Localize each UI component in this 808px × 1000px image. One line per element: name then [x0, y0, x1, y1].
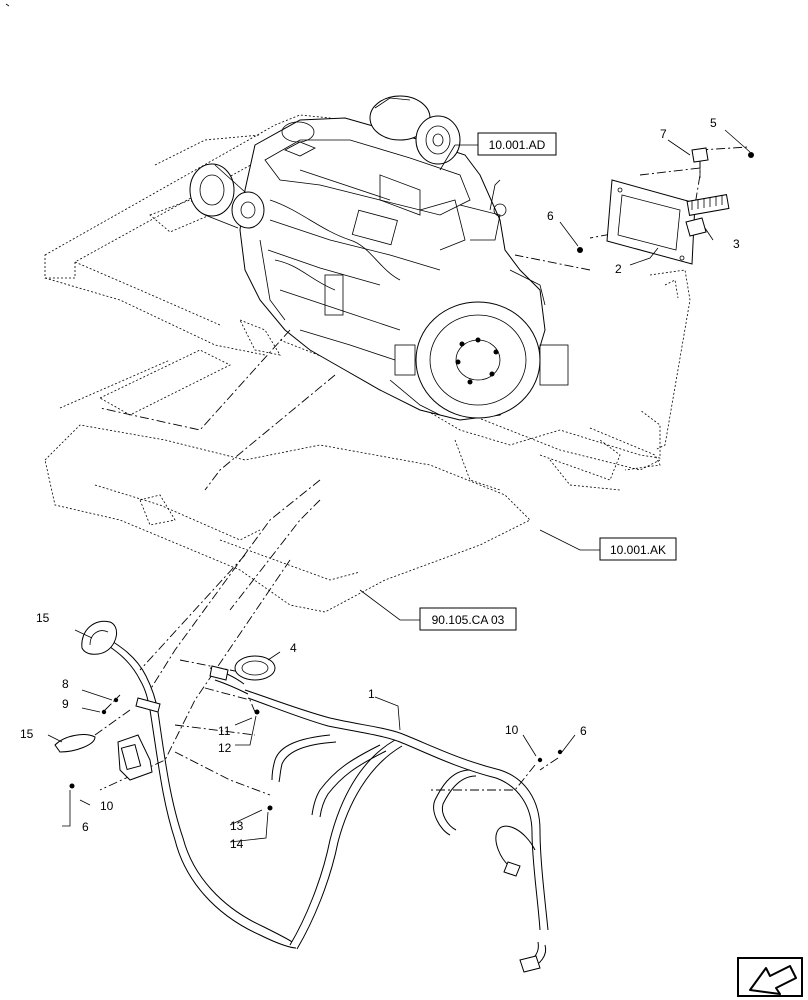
callout-15: 15	[20, 727, 34, 741]
nut-5	[748, 152, 754, 158]
callout-7: 7	[660, 127, 667, 141]
turbocharger	[369, 95, 461, 165]
connector-block	[685, 194, 730, 237]
reference-label: 10.001.AK	[610, 543, 666, 557]
callout-10: 10	[100, 799, 114, 813]
callout-1: 1	[368, 687, 375, 701]
callout-15: 15	[36, 611, 50, 625]
bolt-7	[691, 147, 709, 178]
callout-11: 11	[218, 724, 231, 738]
callout-9: 9	[62, 697, 69, 711]
leader-lines	[47, 129, 751, 843]
reference-box-frame[interactable]: 10.001.AK	[599, 537, 677, 561]
callout-5: 5	[710, 116, 717, 130]
callout-6: 6	[82, 820, 89, 834]
callout-2: 2	[615, 262, 622, 276]
bracket-plate	[606, 179, 696, 265]
callout-14: 14	[230, 837, 244, 851]
engine-assembly	[189, 95, 569, 421]
nut-6-top	[577, 247, 583, 253]
flywheel	[415, 301, 541, 419]
reference-label: 10.001.AD	[489, 138, 546, 152]
reference-box-plate[interactable]: 90.105.CA 03	[419, 607, 517, 631]
reference-label: 90.105.CA 03	[432, 613, 505, 627]
reference-box-engine[interactable]: 10.001.AD	[477, 132, 557, 156]
callout-4: 4	[290, 641, 297, 655]
callout-10: 10	[505, 723, 519, 737]
arrow-nav-icon[interactable]	[737, 957, 803, 997]
callout-6: 6	[547, 209, 554, 223]
wiring-harness	[54, 620, 563, 973]
callout-8: 8	[62, 677, 69, 691]
front-pulley	[189, 163, 265, 229]
callout-3: 3	[733, 237, 740, 251]
corner-mark	[5, 3, 10, 7]
callout-6: 6	[580, 724, 587, 738]
callout-12: 12	[218, 741, 232, 755]
callouts: 7 5 6 3 2 15 4 1 8 9 15 11 12 10 6 10 6 …	[20, 116, 740, 851]
callout-13: 13	[230, 819, 244, 833]
